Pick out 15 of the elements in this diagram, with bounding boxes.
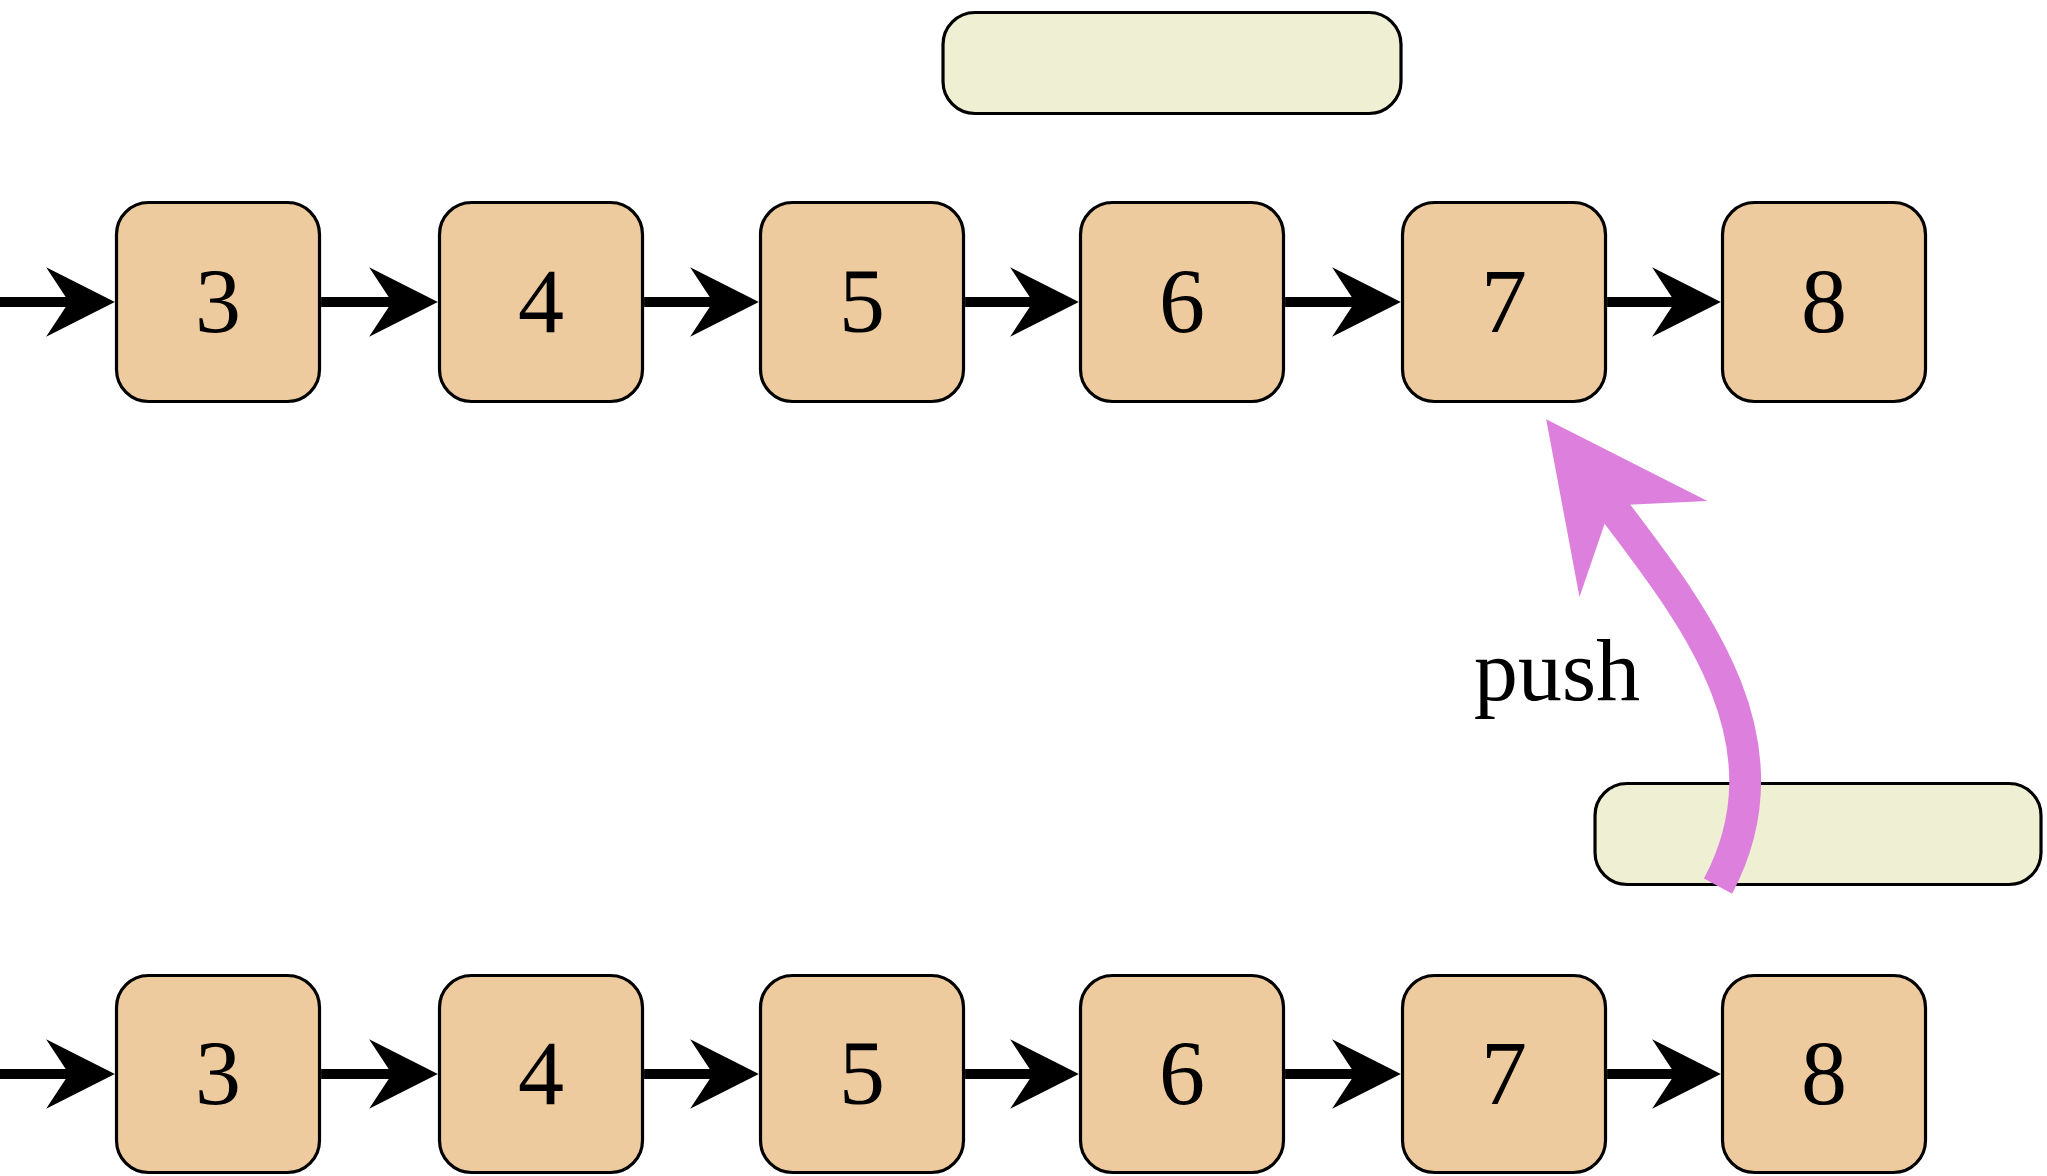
empty-box	[1593, 781, 2043, 887]
number-box: 8	[1720, 973, 1928, 1175]
number-box: 7	[1400, 973, 1608, 1175]
empty-box	[941, 10, 1403, 116]
number-box: 8	[1720, 200, 1928, 404]
number-box: 3	[114, 200, 322, 404]
edge-label: push	[1475, 639, 1639, 719]
number-box: 5	[758, 973, 966, 1175]
number-box: 5	[758, 200, 966, 404]
number-box: 4	[437, 973, 645, 1175]
number-box: 6	[1078, 200, 1286, 404]
number-box: 6	[1078, 973, 1286, 1175]
number-box: 4	[437, 200, 645, 404]
number-box: 3	[114, 973, 322, 1175]
number-box: 7	[1400, 200, 1608, 404]
